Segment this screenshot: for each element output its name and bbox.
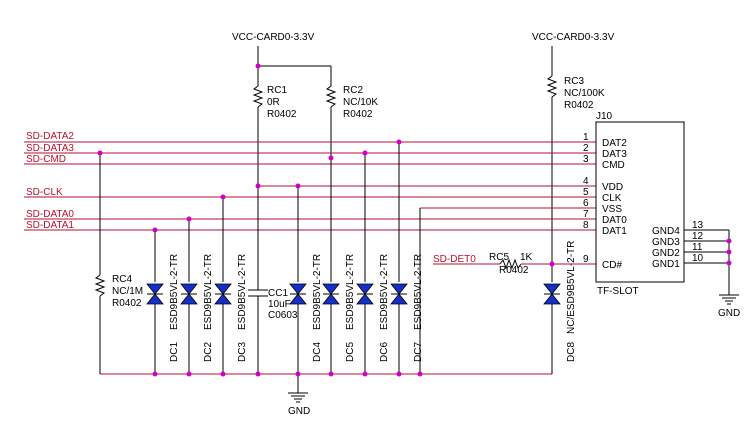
dc3-ref: DC3 [237,342,248,362]
dc2-ref: DC2 [203,342,214,362]
rc1-ref: RC1 [267,85,287,96]
net-label-sd-data2: SD-DATA2 [26,131,74,142]
j10-pin1-num: 1 [583,132,589,143]
j10-pin1-name: DAT2 [602,138,627,149]
j10-pin8-name: DAT1 [602,226,627,237]
dc8-diode [543,283,561,305]
dc1-ref: DC1 [169,342,180,362]
dc6-diode [356,283,374,305]
j10-pin7-num: 7 [583,209,589,220]
rc5-val: 1K [520,252,533,263]
j10-pin5-num: 5 [583,187,589,198]
dc5-part: ESD9B5VL-2-TR [345,254,356,330]
junction-dots [97,63,732,377]
rc5-resistor [499,258,522,270]
net-label-sd-data1: SD-DATA1 [26,220,74,231]
dc2-part: ESD9B5VL-2-TR [203,254,214,330]
j10-pin9-name: CD# [602,260,622,271]
dc4-ref: DC4 [312,342,323,362]
j10-pin5-name: CLK [602,193,622,204]
cc1-val: 10uF [268,299,291,310]
j10-ref: J10 [596,111,613,122]
rc4-pkg: R0402 [112,298,142,309]
rc3-pkg: R0402 [564,100,594,111]
net-label-sd-det0: SD-DET0 [433,254,476,265]
dc5-ref: DC5 [345,342,356,362]
j10-gnd4-num: 13 [692,220,704,231]
rc2-ref: RC2 [343,85,363,96]
rc2-pkg: R0402 [343,109,373,120]
rc2-val: NC/10K [343,97,378,108]
cc1-pkg: C0603 [268,310,298,321]
rc1-pkg: R0402 [267,109,297,120]
dc7-part: ESD9B5VL-2-TR [413,254,424,330]
dc3-diode [214,283,232,305]
j10-gnd1-name: GND1 [652,259,680,270]
j10-pin6-num: 6 [583,198,589,209]
dc4-part: ESD9B5VL-2-TR [312,254,323,330]
j10-pin3-num: 3 [583,154,589,165]
rc3-resistor [546,75,558,98]
rc5-ref: RC5 [489,252,509,263]
gnd-label-bottom: GND [288,406,310,417]
net-label-sd-cmd: SD-CMD [26,154,66,165]
dc8-part: NC/ESD9B5VL-2-TR [566,241,577,334]
j10-body [595,121,685,283]
j10-pin6-name: VSS [602,204,622,215]
dc6-part: ESD9B5VL-2-TR [379,254,390,330]
rc4-resistor [94,274,106,297]
net-label-sd-data0: SD-DATA0 [26,209,74,220]
dc1-diode [146,283,164,305]
gnd-label-right: GND [718,308,740,319]
dc3-part: ESD9B5VL-2-TR [237,254,248,330]
dc7-diode [390,283,408,305]
j10-name: TF-SLOT [597,286,639,297]
rc1-val: 0R [267,97,280,108]
j10-gnd2-num: 11 [692,242,703,253]
j10-gnd2-name: GND2 [652,248,680,259]
j10-gnd1-num: 10 [692,253,704,264]
ground-symbol-bottom [288,392,308,403]
j10-gnd3-num: 12 [692,231,704,242]
j10-pin2-name: DAT3 [602,149,627,160]
vcc-label-left: VCC-CARD0-3.3V [232,32,315,43]
rc4-ref: RC4 [112,274,132,285]
j10-pin7-name: DAT0 [602,215,627,226]
j10-pin9-num: 9 [583,254,589,265]
rc2-resistor [325,85,337,108]
rc5-pkg: R0402 [499,265,529,276]
j10-pin4-num: 4 [583,176,589,187]
j10-pin4-name: VDD [602,182,623,193]
dc4-diode [289,283,307,305]
j10-pin2-num: 2 [583,143,589,154]
dc8-ref: DC8 [566,342,577,362]
dc7-ref: DC7 [413,342,424,362]
j10-pin3-name: CMD [602,160,625,171]
rc1-resistor [252,85,264,108]
net-label-sd-clk: SD-CLK [26,187,63,198]
j10-gnd3-name: GND3 [652,237,680,248]
cc1-ref: CC1 [268,288,288,299]
vcc-label-right: VCC-CARD0-3.3V [532,32,615,43]
dc1-part: ESD9B5VL-2-TR [169,254,180,330]
j10-pin8-num: 8 [583,220,589,231]
rc3-val: NC/100K [564,88,605,99]
dc5-diode [322,283,340,305]
rc4-val: NC/1M [112,286,143,297]
dc2-diode [180,283,198,305]
ground-symbol-right [719,294,739,305]
rc3-ref: RC3 [564,76,584,87]
net-label-sd-data3: SD-DATA3 [26,143,74,154]
dc6-ref: DC6 [379,342,390,362]
j10-gnd4-name: GND4 [652,226,680,237]
